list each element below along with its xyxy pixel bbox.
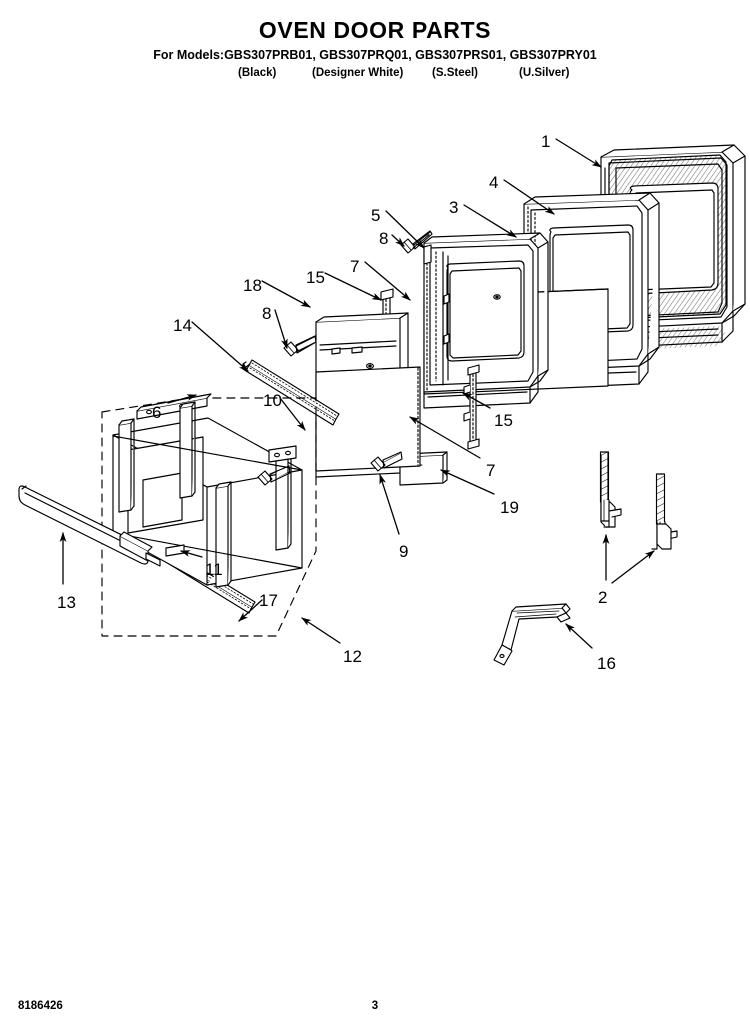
callout-8-upper: 8: [379, 229, 389, 248]
leader-8b: [274, 309, 288, 349]
callout-10: 10: [263, 391, 282, 410]
leader-8a: [391, 234, 405, 247]
finish-legend: (Black) (Designer White) (S.Steel) (U.Si…: [0, 67, 750, 83]
leader-16: [565, 623, 593, 649]
leader-9: [379, 474, 400, 535]
callout-15-lower: 15: [494, 411, 513, 430]
leader-12: [301, 617, 341, 644]
callout-19: 19: [500, 498, 519, 517]
leader-lines: [59, 138, 655, 649]
leader-7b: [409, 416, 481, 459]
callout-8-left: 8: [262, 304, 272, 323]
finish-s-steel: (S.Steel): [432, 66, 479, 79]
leader-5: [385, 210, 425, 249]
part-door-handle: [18, 485, 161, 567]
callout-17: 17: [259, 591, 278, 610]
callout-15-upper: 15: [306, 268, 325, 287]
leader-15a: [324, 272, 382, 301]
page-footer: 8186426 3: [0, 1000, 750, 1024]
page-title: OVEN DOOR PARTS: [258, 17, 492, 43]
finish-designer-white: (Designer White): [312, 66, 404, 79]
leader-18: [261, 280, 311, 308]
callout-4: 4: [489, 173, 499, 192]
callout-5: 5: [371, 206, 381, 225]
leader-15b: [462, 392, 491, 409]
callout-1: 1: [541, 132, 551, 151]
finish-black: (Black): [238, 66, 277, 79]
leader-14: [191, 321, 249, 372]
leader-6: [167, 394, 197, 404]
leader-1: [555, 138, 602, 168]
callout-9: 9: [399, 542, 409, 561]
callout-14: 14: [173, 316, 192, 335]
callout-3: 3: [449, 198, 459, 217]
callout-13: 13: [57, 593, 76, 612]
part-screw-left: [283, 335, 317, 357]
models-line: For Models:GBS307PRB01, GBS307PRQ01, GBS…: [153, 48, 597, 63]
finish-u-silver: (U.Silver): [519, 66, 570, 79]
leader-11: [180, 550, 203, 558]
leader-10: [279, 397, 306, 431]
part-spring-hinge-left: [599, 451, 622, 528]
callout-2: 2: [598, 588, 608, 607]
leader-7a: [364, 261, 411, 301]
leader-17: [238, 599, 263, 622]
callout-12: 12: [343, 647, 362, 666]
leader-2b: [611, 550, 655, 584]
part-inner-door-subassembly: [101, 393, 317, 637]
part-screw-lower-left: [257, 465, 291, 486]
part-z-bracket: [493, 603, 571, 666]
leader-4: [503, 179, 555, 215]
leader-19: [440, 469, 495, 495]
callout-7-lower: 7: [486, 461, 496, 480]
callout-11: 11: [205, 560, 223, 579]
part-window-frame-assembly: [423, 232, 549, 409]
page-number: 3: [371, 1000, 379, 1012]
part-spring-hinge-right: [651, 473, 678, 550]
page-header: OVEN DOOR PARTS For Models:GBS307PRB01, …: [0, 17, 750, 83]
leader-3: [463, 204, 517, 238]
callout-16: 16: [597, 654, 616, 673]
callout-18: 18: [243, 276, 262, 295]
part-screw-bottom: [370, 451, 403, 472]
callout-7-upper: 7: [350, 257, 360, 276]
callout-6: 6: [152, 403, 162, 422]
document-code: 8186426: [18, 1000, 63, 1012]
